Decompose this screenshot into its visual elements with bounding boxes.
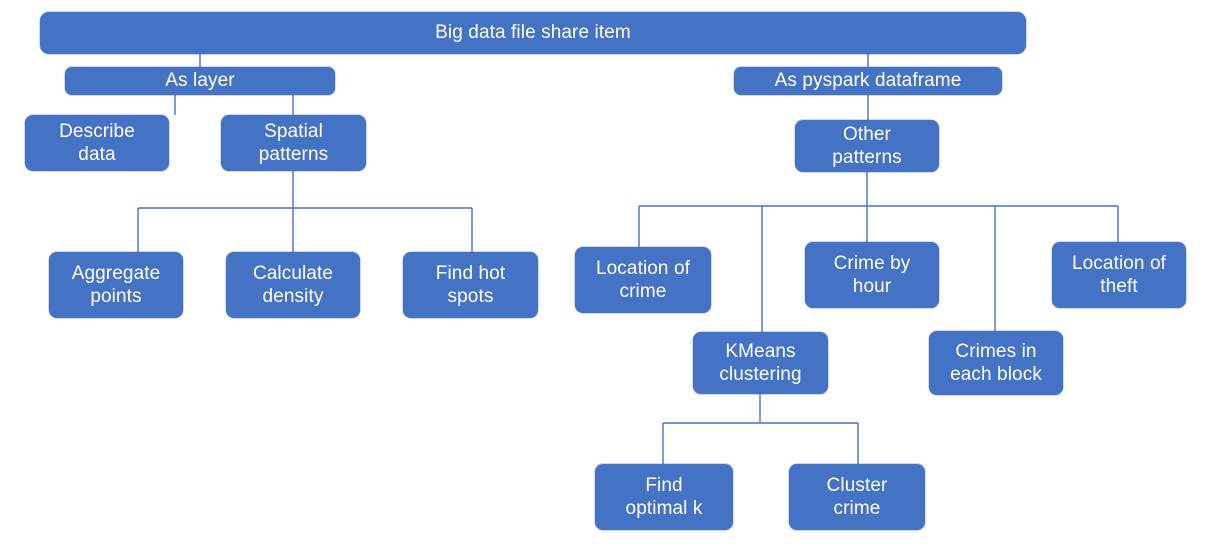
node-label-kmeans: KMeans clustering <box>719 340 802 385</box>
node-label-cluster-crime: Cluster crime <box>826 474 888 519</box>
node-label-find-hot-spots: Find hot spots <box>435 262 506 307</box>
node-as-pyspark[interactable]: As pyspark dataframe <box>734 67 1002 95</box>
node-as-layer[interactable]: As layer <box>65 67 335 95</box>
node-label-location-theft: Location of theft <box>1071 252 1167 297</box>
node-crime-by-hour[interactable]: Crime by hour <box>805 242 939 308</box>
node-label-crimes-block: Crimes in each block <box>950 340 1042 385</box>
node-label-as-pyspark: As pyspark dataframe <box>774 70 962 92</box>
node-label-describe-data: Describe data <box>59 120 135 165</box>
node-label-root: Big data file share item <box>435 22 631 44</box>
node-other-patterns[interactable]: Other patterns <box>795 120 939 172</box>
node-aggregate-points[interactable]: Aggregate points <box>49 252 183 318</box>
node-label-crime-by-hour: Crime by hour <box>833 252 911 297</box>
node-cluster-crime[interactable]: Cluster crime <box>789 464 925 530</box>
node-label-aggregate-points: Aggregate points <box>71 262 161 307</box>
node-label-calculate-density: Calculate density <box>252 262 334 307</box>
node-find-hot-spots[interactable]: Find hot spots <box>403 252 538 318</box>
node-label-as-layer: As layer <box>165 70 235 92</box>
node-location-theft[interactable]: Location of theft <box>1052 242 1186 308</box>
node-label-other-patterns: Other patterns <box>832 123 902 168</box>
node-kmeans[interactable]: KMeans clustering <box>693 332 828 394</box>
node-calculate-density[interactable]: Calculate density <box>226 252 360 318</box>
node-label-location-crime: Location of crime <box>595 257 691 302</box>
node-find-optimal-k[interactable]: Find optimal k <box>595 464 733 530</box>
node-spatial-patterns[interactable]: Spatial patterns <box>221 115 366 171</box>
node-label-find-optimal-k: Find optimal k <box>625 474 703 519</box>
node-describe-data[interactable]: Describe data <box>25 115 169 171</box>
node-crimes-block[interactable]: Crimes in each block <box>929 331 1063 395</box>
node-location-crime[interactable]: Location of crime <box>575 247 711 313</box>
node-root[interactable]: Big data file share item <box>40 12 1026 54</box>
node-label-spatial-patterns: Spatial patterns <box>258 120 329 165</box>
